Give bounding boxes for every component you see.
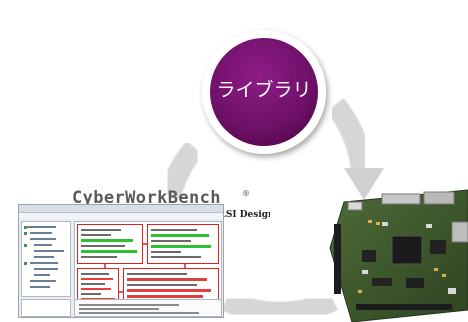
library-label: ライブラリ: [216, 79, 312, 101]
fpga-board: [329, 189, 468, 322]
board-connector-top: [381, 193, 421, 205]
arrow-left-arc: [159, 140, 204, 199]
logo-brand: CyberWorkBench: [72, 188, 221, 208]
software-screenshot: [18, 204, 224, 318]
arrow-bottom-arc: [221, 290, 338, 322]
board-chip-3: [430, 240, 446, 254]
arrow-right-arc: [326, 97, 373, 174]
screenshot-project-tree: [21, 221, 71, 297]
screenshot-menubar: [19, 205, 223, 213]
board-header-left: [334, 224, 341, 294]
editor-pane-top-left: [77, 224, 143, 264]
arrow-head-right: [344, 168, 384, 200]
board-chip-4: [372, 278, 392, 286]
logo-reg: ®: [242, 189, 250, 198]
editor-link-arrows: [104, 243, 186, 293]
board-chip-2: [362, 250, 376, 262]
library-node: [202, 30, 326, 154]
board-connector-top-2: [423, 191, 455, 205]
screenshot-output-log: [74, 299, 222, 317]
editor-pane-top-right: [147, 224, 219, 264]
board-connector-top-3: [347, 201, 363, 211]
board-header-bottom: [356, 304, 452, 310]
board-connector-right: [451, 221, 468, 243]
board-chip-5: [406, 278, 424, 288]
screenshot-toolbar: [19, 213, 223, 219]
screenshot-properties-panel: [21, 299, 71, 317]
board-main-chip: [391, 235, 423, 265]
editor-pane-bottom-right: [123, 268, 219, 314]
